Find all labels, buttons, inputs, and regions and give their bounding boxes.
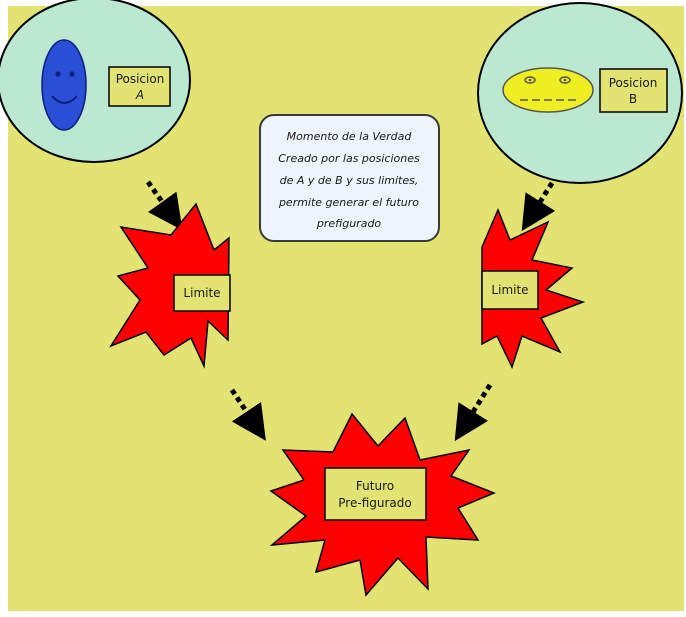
callout-line-4: permite generar el futuro [278,196,419,209]
limit-left-star [109,202,230,369]
limit-right-label: Limite [491,283,528,297]
limit-right-label-box [481,270,539,310]
blue-smiley-face-icon [41,39,87,131]
arrows [145,180,556,442]
future-label-line2: Pre-figurado [338,496,411,510]
position-a-bubble: Posicion A [0,0,191,163]
arrow-a-to-limit [145,180,183,231]
limit-left-label-box [173,274,231,312]
callout: Momento de la Verdad Creado por las posi… [259,114,440,242]
callout-box [259,114,440,242]
limit-left-starburst: Limite [109,202,231,369]
future-starburst: Futuro Pre-figurado [269,412,496,597]
position-b-label-line1: Posicion [609,76,658,90]
future-label-box [324,467,427,521]
limit-right-starburst: Limite [481,208,586,370]
arrow-left-limit-to-future [229,388,266,441]
callout-line-2: Creado por las posiciones [278,152,420,165]
yellow-face-icon [502,67,594,113]
position-b-label-line2: B [629,92,637,106]
future-label-line1: Futuro [356,479,394,493]
position-b-label-box [599,68,668,113]
arrow-right-limit-to-future [454,383,493,442]
position-a-label-box [108,66,171,107]
callout-line-3: de A y de B y sus limites, [280,174,419,187]
position-a-label-line1: Posicion [116,72,165,86]
position-b-bubble: Posicion B [477,2,683,184]
limit-left-label: Limite [183,286,220,300]
position-a-label-line2: A [135,88,144,102]
callout-line-5: prefigurado [316,217,382,230]
callout-line-1: Momento de la Verdad [287,130,413,143]
position-a-ellipse [0,0,191,163]
